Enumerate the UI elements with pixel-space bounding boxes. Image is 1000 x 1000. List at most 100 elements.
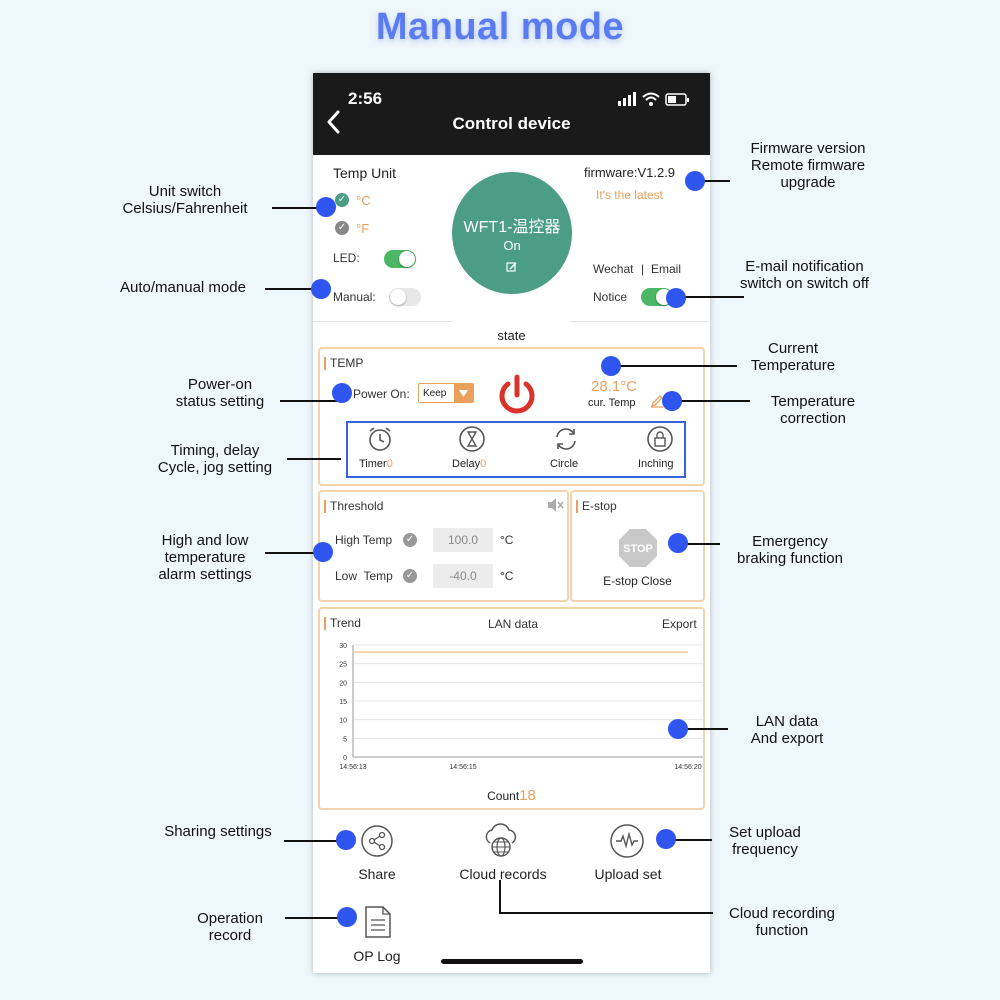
timer-label: Timer (359, 458, 387, 470)
share-icon[interactable] (360, 824, 394, 858)
cur-temp-label: cur. Temp (588, 397, 636, 409)
cloud-records-button[interactable]: Cloud records (459, 866, 547, 882)
timer-value: 0 (386, 458, 393, 470)
low-temp-check-icon[interactable]: ✓ (403, 569, 417, 583)
estop-status: E-stop Close (603, 574, 672, 588)
annot-dot-oplog (337, 907, 357, 927)
y-tick-label: 5 (343, 736, 347, 743)
upload-wave-icon[interactable] (609, 823, 645, 859)
threshold-card: Threshold High Temp ✓ 100.0 °C Low Temp … (318, 490, 569, 602)
wechat-option[interactable]: Wechat (593, 262, 634, 276)
pencil-icon[interactable] (650, 394, 664, 408)
chevron-down-icon (454, 384, 473, 402)
annot-sharing: Sharing settings (164, 823, 272, 840)
annot-auto-manual: Auto/manual mode (120, 279, 246, 296)
document-icon[interactable] (363, 905, 393, 939)
manual-toggle[interactable] (389, 288, 421, 306)
delay-value: 0 (480, 458, 487, 470)
annot-dot-manual (311, 279, 331, 299)
upload-set-button[interactable]: Upload set (594, 866, 662, 882)
delay-label: Delay (452, 458, 481, 470)
led-toggle[interactable] (384, 250, 416, 268)
nav-title: Control device (452, 114, 571, 133)
status-icons (618, 92, 689, 106)
state-label: state (497, 328, 526, 343)
battery-icon (665, 93, 689, 106)
option-separator: | (641, 262, 645, 276)
annot-dot-power-on (332, 383, 352, 403)
annot-dot-firmware (685, 171, 705, 191)
phone-screen: 2:56 Control device Temp Unit (313, 73, 710, 973)
stop-sign-text: STOP (623, 543, 653, 555)
firmware-version[interactable]: firmware:V1.2.9 (584, 165, 676, 180)
page-title: Manual mode (375, 6, 625, 48)
alarm-clock-icon[interactable] (366, 425, 394, 453)
fahrenheit-option[interactable]: °F (356, 221, 370, 236)
high-temp-check-icon[interactable]: ✓ (403, 533, 417, 547)
stop-sign-icon[interactable]: STOP (618, 528, 658, 568)
device-status-circle[interactable]: WFT1-温控器 On (452, 172, 572, 294)
share-button[interactable]: Share (358, 866, 396, 882)
fahrenheit-check-icon[interactable]: ✓ (335, 221, 349, 235)
celsius-check-icon[interactable]: ✓ (335, 193, 349, 207)
hourglass-icon[interactable] (458, 425, 486, 453)
y-tick-label: 10 (339, 718, 347, 725)
export-button[interactable]: Export (662, 617, 697, 631)
timer-item[interactable]: Timer0 (359, 458, 393, 470)
annot-dot-lan (668, 719, 688, 739)
annot-dot-share (336, 830, 356, 850)
annot-dot-current-temp (601, 356, 621, 376)
circle-item[interactable]: Circle (550, 458, 579, 470)
inching-item[interactable]: Inching (638, 458, 674, 470)
low-temp-unit: °C (500, 569, 514, 583)
temp-unit-label: Temp Unit (333, 165, 397, 181)
estop-card: E-stop STOP E-stop Close (570, 490, 705, 602)
timing-panel (346, 421, 686, 478)
lock-icon[interactable] (646, 425, 674, 453)
wifi-icon (642, 92, 660, 101)
power-icon[interactable] (495, 373, 539, 417)
back-icon[interactable] (321, 107, 349, 137)
threshold-label: Threshold (324, 500, 383, 513)
x-tick-label: 14:56:13 (339, 764, 366, 771)
count-value: 18 (519, 787, 536, 804)
annot-dot-email (666, 288, 686, 308)
annot-dot-temp-correction (662, 391, 682, 411)
mute-icon[interactable] (546, 497, 564, 513)
lan-data-button[interactable]: LAN data (488, 617, 539, 631)
op-log-button[interactable]: OP Log (353, 948, 401, 964)
cloud-globe-icon[interactable] (481, 821, 521, 861)
device-state: On (503, 238, 521, 253)
low-temp-input[interactable]: -40.0 (433, 564, 493, 588)
email-option[interactable]: Email (651, 262, 682, 276)
led-label: LED: (333, 251, 360, 265)
low-temp-label: Low Temp (335, 569, 393, 583)
notice-label: Notice (593, 290, 628, 304)
delay-item[interactable]: Delay0 (452, 458, 486, 470)
trend-label: Trend (324, 617, 361, 630)
x-tick-label: 14:56:15 (449, 764, 476, 771)
edit-icon[interactable] (506, 261, 518, 273)
home-indicator[interactable] (441, 959, 583, 964)
high-temp-input[interactable]: 100.0 (433, 528, 493, 552)
cycle-icon[interactable] (552, 425, 580, 453)
celsius-option[interactable]: °C (356, 193, 371, 208)
annot-dot-emergency (668, 533, 688, 553)
power-on-select[interactable]: Keep (418, 383, 474, 403)
annot-dot-unit (316, 197, 336, 217)
signal-icon (618, 92, 636, 106)
